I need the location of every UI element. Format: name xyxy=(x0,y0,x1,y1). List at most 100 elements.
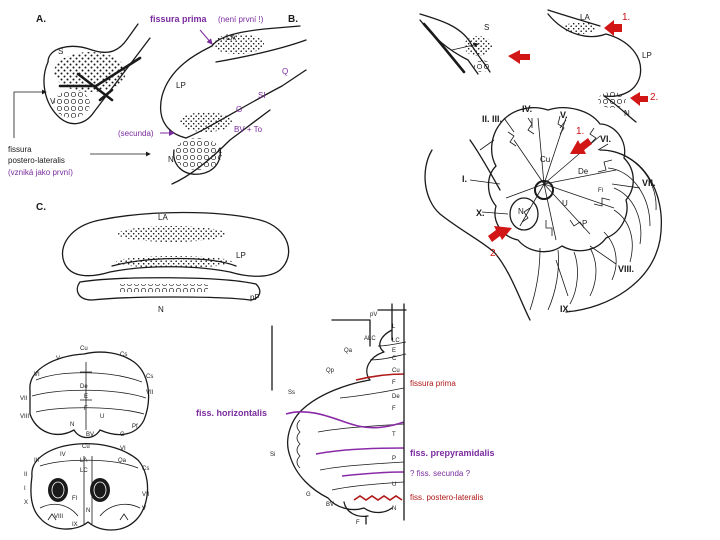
panel-c-label-lp: LP xyxy=(236,251,246,260)
sag-label-f-bottom: F xyxy=(356,520,360,526)
sag-fiss-horizontalis xyxy=(285,411,405,429)
panel-b-label-lp: LP xyxy=(176,81,186,90)
rd-lamella-9 xyxy=(529,247,541,311)
tr-left-red-arrow xyxy=(508,50,530,64)
sag-label-p: P xyxy=(392,456,396,462)
rd-arrow-2: 2. xyxy=(490,248,498,259)
rd-label-v: V. xyxy=(560,110,568,120)
sag-fiss-prepyramidalis xyxy=(315,447,405,455)
panel-b-secunda: (secunda) xyxy=(118,129,154,138)
bl-lower-v: V xyxy=(142,506,146,512)
bl-lower-peduncle-left xyxy=(48,478,68,502)
panel-b: B. fissura prima (není první !) LA LP Q … xyxy=(118,14,307,185)
sag-name-fiss-horizontalis: fiss. horizontalis xyxy=(196,408,267,418)
panel-c: C. LA LP N pF xyxy=(36,202,290,314)
bl-lower-viii: VIII xyxy=(54,514,63,520)
panel-b-g-stipple xyxy=(180,112,232,132)
panel-b-label-la: LA xyxy=(226,33,236,42)
sag-fiss-secunda xyxy=(341,471,405,477)
sag-label-f2: F xyxy=(392,380,396,386)
tr-label-lp: LP xyxy=(642,51,652,60)
panel-b-label-bv-to: BV + To xyxy=(234,125,263,134)
tr-left-arrow xyxy=(451,42,479,51)
bl-lower-lobes xyxy=(39,503,141,521)
sag-label-cu: Cu xyxy=(392,368,400,374)
panel-c-outline xyxy=(62,211,290,277)
panel-b-label-n: N xyxy=(168,155,174,164)
bl-lower-qa: Qa xyxy=(118,458,127,464)
bl-upper-line-3 xyxy=(35,407,145,415)
rd-arbor-vitae xyxy=(487,107,634,253)
rd-lamella-4 xyxy=(613,209,633,263)
rd-label-vi: VI. xyxy=(600,134,611,144)
rd-central-circle xyxy=(534,180,554,200)
right-diagram: II. III. IV. V. VI. I. VII. X. VIII. IX.… xyxy=(424,104,662,321)
bl-lower-ii: II xyxy=(24,472,28,478)
tr-left-circles xyxy=(474,60,490,72)
rd-lamella-6 xyxy=(589,247,597,297)
bl-lower-vi: VI xyxy=(120,446,126,452)
bl-lower-x: X xyxy=(24,500,28,506)
bl-lower-la: LA xyxy=(80,458,87,464)
bl-lower-vii: VII xyxy=(142,492,150,498)
bl-upper-cs: Cs xyxy=(120,352,127,358)
rd-foliation xyxy=(507,115,613,236)
tr-right-contour-2 xyxy=(547,13,642,98)
panel-a-fissura-note: (vzniká jako první) xyxy=(8,168,73,177)
sag-name-fiss-postero-lateralis: fiss. postero-lateralis xyxy=(410,493,483,502)
rd-label-u: U xyxy=(562,199,568,208)
bl-upper-vii: VII xyxy=(20,396,28,402)
tr-label-s: S xyxy=(484,23,489,32)
rd-label-viii: VIII. xyxy=(618,264,634,274)
panel-c-lp-stipple xyxy=(116,256,232,268)
bl-upper-cs-r: Cs xyxy=(146,374,153,380)
panel-b-label-q: Q xyxy=(282,67,288,76)
panel-a-arrow xyxy=(13,89,47,138)
tr-right-n-circles xyxy=(598,92,626,108)
panel-b-n-outline xyxy=(173,147,221,175)
sag-line-5 xyxy=(319,461,405,471)
rd-hemisphere-outline xyxy=(565,149,662,313)
rd-label-p: P xyxy=(582,219,587,228)
bl-upper-u: U xyxy=(100,414,104,420)
bl-lower-n: N xyxy=(86,508,90,514)
sag-line-3 xyxy=(339,387,405,399)
sag-label-lc: LC xyxy=(392,338,400,344)
sag-label-bv: BV xyxy=(326,502,334,508)
panel-a-label-s: S xyxy=(58,47,63,56)
rd-red-arrow-1 xyxy=(570,138,592,154)
fissura-prima-arrow xyxy=(199,29,213,45)
bl-upper-vermis xyxy=(80,362,92,430)
bottom-left-views: Cu V VI Cs VII De E VII Cs F VIII BV G U… xyxy=(20,346,154,531)
sagittal-diagram: pV ALC L LC Qa Qp C Cu Ss De F T Si P U … xyxy=(196,303,495,526)
tr-right-red-arrow-1 xyxy=(604,20,622,36)
sag-label-alc: ALC xyxy=(364,336,376,342)
rd-label-cu: Cu xyxy=(540,155,550,164)
panel-a-title: A. xyxy=(36,14,46,25)
sag-label-g: G xyxy=(306,492,311,498)
tr-left-thick xyxy=(422,22,466,74)
tr-label-n: N xyxy=(624,109,630,118)
panel-a-fissura-line1: fissura xyxy=(8,145,32,154)
panel-c-n-circles xyxy=(118,284,208,292)
tr-right-la-stipple xyxy=(564,22,596,34)
sag-label-u: U xyxy=(392,482,396,488)
sag-label-f: F xyxy=(392,406,396,412)
bl-upper-g: G xyxy=(120,432,125,438)
fissura-prima-label: fissura prima xyxy=(150,14,208,24)
rd-label-iv: IV. xyxy=(522,104,532,114)
panel-a-lower-circles xyxy=(54,90,90,118)
sag-fissura-prima xyxy=(355,373,405,381)
top-right-sketches: S LA LP N 1. 2. xyxy=(419,9,658,123)
rd-label-n: N xyxy=(518,207,524,216)
panel-c-label-pf: pF xyxy=(250,293,259,302)
bl-upper-vii-r: VII xyxy=(146,390,154,396)
bl-upper-cu: Cu xyxy=(80,346,88,352)
sag-top-bracket xyxy=(331,319,371,347)
rd-lamella-5 xyxy=(603,231,617,281)
sag-label-t: T xyxy=(392,432,396,438)
bl-lower-fl: Fl xyxy=(72,496,77,502)
bl-upper-pf: Pf xyxy=(132,424,138,430)
sag-name-fissura-prima: fissura prima xyxy=(410,379,456,388)
